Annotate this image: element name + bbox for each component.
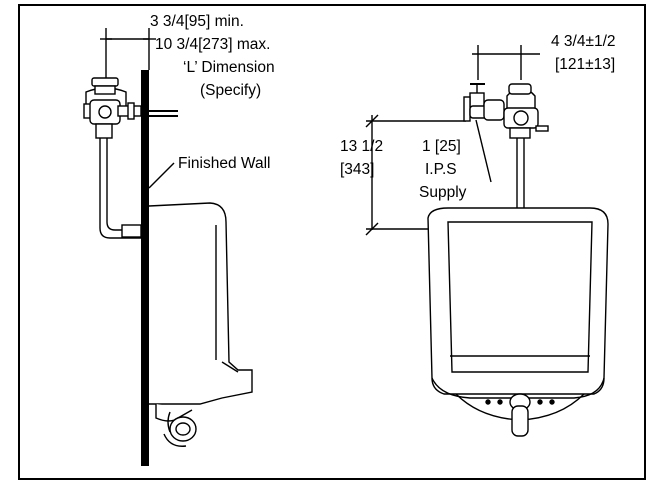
height-dim-line1: 13 1/2 (340, 138, 384, 155)
l-dimension-line (100, 28, 156, 80)
height-dim-line2: [343] (340, 161, 375, 178)
flush-pipe-side (99, 138, 142, 239)
front-view (365, 45, 609, 437)
offset-dim-line1: 4 3/4±1/2 (551, 33, 616, 50)
supply-leader-line (475, 119, 492, 183)
drain-trap-side (155, 404, 197, 447)
finished-wall-label: Finished Wall (178, 155, 271, 172)
supply-line1: 1 [25] (422, 138, 461, 155)
flush-valve-front (503, 83, 549, 139)
dim-specify-label: (Specify) (200, 82, 262, 99)
supply-line3: Supply (419, 184, 467, 201)
finished-wall (141, 70, 149, 466)
offset-dim-line2: [121±13] (555, 56, 616, 73)
urinal-front-body (427, 207, 609, 437)
supply-line2: I.P.S (425, 161, 457, 178)
dim-max-label: 10 3/4[273] max. (155, 36, 271, 53)
side-view (83, 28, 253, 466)
supply-stop-valve (463, 83, 505, 122)
dim-min-label: 3 3/4[95] min. (150, 13, 244, 30)
urinal-side-profile (148, 202, 253, 405)
offset-dimension-line (472, 45, 540, 80)
flush-valve-side (83, 77, 178, 139)
dim-l-label: ‘L’ Dimension (183, 59, 275, 76)
wall-leader-line (148, 162, 175, 189)
